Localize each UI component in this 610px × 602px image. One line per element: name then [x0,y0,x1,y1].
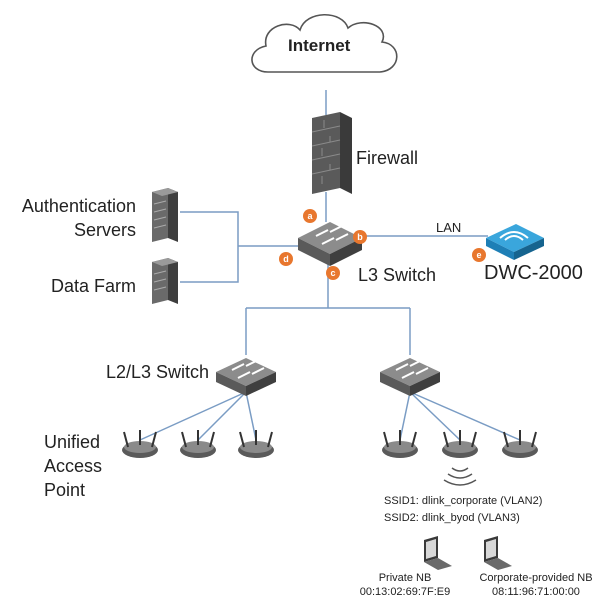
left-l2l3-switch-icon [216,358,276,396]
authentication-servers-label-line1: Authentication [21,196,136,216]
badge-b: b [353,230,367,244]
wifi-signal-icon [443,467,477,486]
data-farm-server-icon [152,258,178,304]
line-ap-4 [399,391,411,441]
line-ap-6 [409,391,521,441]
unified-access-point-label-line1: Unified [44,432,101,452]
line-ap-1 [139,391,247,441]
private-nb-label: Private NB [378,572,432,584]
badge-c: c [326,266,340,280]
l3-switch-icon [298,222,362,266]
dwc-2000-controller-icon [486,224,544,260]
data-farm-label: Data Farm [50,276,136,296]
access-point-icon [382,430,418,458]
dwc-2000-label: DWC-2000 [484,262,583,284]
access-point-icon [442,430,478,458]
line-ap-2 [197,391,247,441]
authentication-server-icon [152,188,178,242]
unified-access-point-label-line2: Access [44,456,103,476]
access-point-icon [180,430,216,458]
l2l3-switch-label: L2/L3 Switch [106,362,210,382]
authentication-servers-label-line2: Servers [73,220,136,240]
access-point-icon [238,430,274,458]
lan-label: LAN [436,220,462,235]
line-ap-3 [245,391,257,441]
line-ap-5 [409,391,461,441]
ssid2-label: SSID2: dlink_byod (VLAN3) [384,512,520,524]
ssid1-label: SSID1: dlink_corporate (VLAN2) [384,495,543,507]
corporate-notebook-icon [484,536,512,570]
line-servers-bracket [180,211,239,283]
private-notebook-icon [424,536,452,570]
internet-label: Internet [288,36,351,55]
right-switch-icon [380,358,440,396]
badge-a: a [303,209,317,223]
corporate-nb-mac: 08:11:96:71:00:00 [492,586,580,598]
corporate-nb-label: Corporate-provided NB [479,572,593,584]
unified-access-point-label-line3: Point [44,480,86,500]
firewall-label: Firewall [356,148,419,168]
private-nb-mac: 00:13:02:69:7F:E9 [359,586,451,598]
firewall-icon [311,112,352,194]
badge-e: e [472,248,486,262]
access-point-icon [122,430,158,458]
badge-d: d [279,252,293,266]
internet-cloud-icon [251,14,398,73]
l3-switch-label: L3 Switch [358,265,437,285]
access-point-icon [502,430,538,458]
